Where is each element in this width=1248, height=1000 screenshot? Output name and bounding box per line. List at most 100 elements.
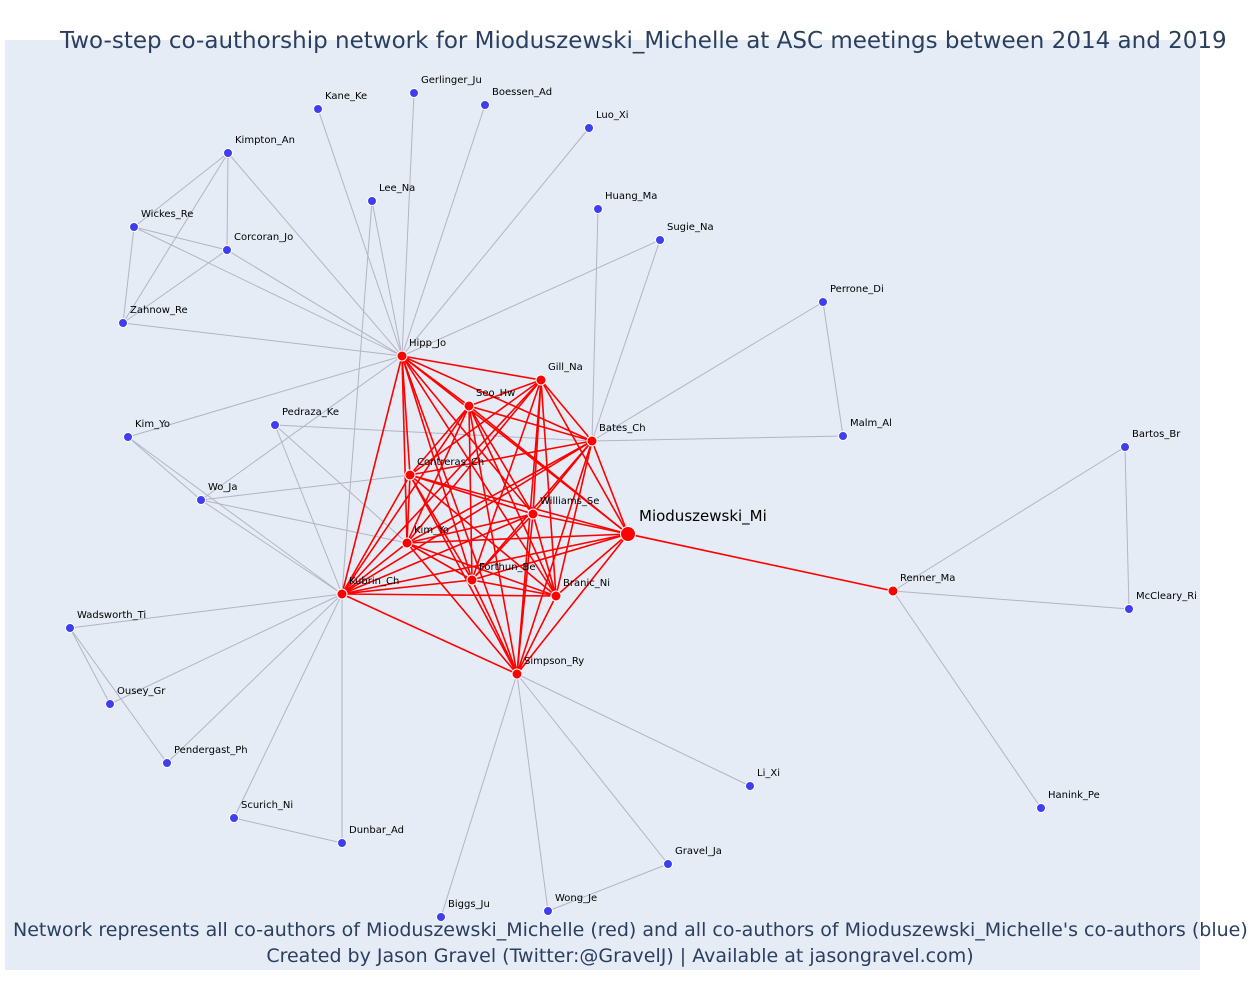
edge-kim-yo2-wo-ja <box>127 436 202 501</box>
node-mccleary-ri[interactable] <box>1124 604 1134 614</box>
red-edge-kim-yo-branic-ni <box>406 542 557 597</box>
red-edge-seo-hw-kubrin-ch <box>341 405 470 595</box>
node-dunbar-ad[interactable] <box>337 838 347 848</box>
node-label-wadsworth-ti: Wadsworth_Ti <box>77 610 146 621</box>
node-contreras-ch[interactable] <box>404 469 416 481</box>
node-seo-hw[interactable] <box>463 400 475 412</box>
red-edge-bates-ch-simpson-ry <box>516 440 593 675</box>
node-forthun-be[interactable] <box>466 574 478 586</box>
red-edge-gill-na-kubrin-ch <box>341 379 542 595</box>
node-mioduszewski-mi[interactable] <box>620 526 636 542</box>
edge-bartos-br-mccleary-ri <box>1124 446 1130 610</box>
red-edge-mioduszewski-mi-kim-yo <box>406 533 629 544</box>
node-perrone-di[interactable] <box>818 297 828 307</box>
red-edge-mioduszewski-mi-bates-ch <box>591 440 629 535</box>
red-edge-kim-yo-kubrin-ch <box>341 542 408 595</box>
edge-kubrin-ch-wadsworth-ti <box>69 593 343 629</box>
node-label-huang-ma: Huang_Ma <box>605 191 657 202</box>
node-branic-ni[interactable] <box>550 590 562 602</box>
node-scurich-ni[interactable] <box>229 813 239 823</box>
node-label-seo-hw: Seo_Hw <box>476 388 515 399</box>
edge-hipp-jo-luo-xi <box>401 127 590 357</box>
node-malm-al[interactable] <box>838 431 848 441</box>
edge-wo-ja-kubrin-ch <box>200 499 343 595</box>
red-edge-williams-se-branic-ni <box>532 513 557 597</box>
node-williams-se[interactable] <box>527 508 539 520</box>
node-corcoran-jo[interactable] <box>222 245 232 255</box>
node-biggs-ju[interactable] <box>436 912 446 922</box>
node-simpson-ry[interactable] <box>511 668 523 680</box>
red-edge-contreras-ch-kim-yo <box>406 474 411 544</box>
edge-kimpton-an-corcoran-jo <box>226 152 229 251</box>
node-kim-yo[interactable] <box>123 432 133 442</box>
red-edge-seo-hw-contreras-ch <box>409 405 470 476</box>
node-gill-na[interactable] <box>535 374 547 386</box>
red-edge-gill-na-kim-yo <box>406 379 542 544</box>
node-label-wickes-re: Wickes_Re <box>141 209 193 220</box>
red-edge-williams-se-simpson-ry <box>516 513 534 675</box>
node-pedraza-ke[interactable] <box>270 420 280 430</box>
node-label-wo-ja: Wo_Ja <box>208 482 238 493</box>
edge-layer <box>69 92 1130 918</box>
red-edge-kubrin-ch-simpson-ry <box>341 593 518 675</box>
label-layer: Mioduszewski_MiHipp_JoGill_NaSeo_HwBates… <box>77 75 1197 910</box>
edge-wo-ja-kim-yo <box>200 499 408 544</box>
node-sugie-na[interactable] <box>655 235 665 245</box>
edge-kimpton-an-zahnow-re <box>122 152 229 324</box>
network-graph[interactable]: Mioduszewski_MiHipp_JoGill_NaSeo_HwBates… <box>0 0 1200 1000</box>
red-edge-mioduszewski-mi-seo-hw <box>468 405 629 535</box>
node-label-contreras-ch: Contreras_Ch <box>417 457 484 468</box>
edge-pedraza-ke-kubrin-ch <box>274 424 343 595</box>
red-edge-gill-na-simpson-ry <box>516 379 542 675</box>
node-label-kim-yo: Kim_Yo <box>414 525 449 536</box>
node-huang-ma[interactable] <box>593 204 603 214</box>
edge-hipp-jo-zahnow-re <box>122 322 403 357</box>
node-label-corcoran-jo: Corcoran_Jo <box>234 232 293 243</box>
node-zahnow-re[interactable] <box>118 318 128 328</box>
red-edge-seo-hw-kim-yo <box>406 405 470 544</box>
node-bartos-br[interactable] <box>1120 442 1130 452</box>
node-renner-ma[interactable] <box>887 585 899 597</box>
node-label-branic-ni: Branic_Ni <box>563 578 610 589</box>
node-hanink-pe[interactable] <box>1036 803 1046 813</box>
node-label-biggs-ju: Biggs_Ju <box>448 899 490 910</box>
red-edge-williams-se-kim-yo <box>406 513 534 544</box>
node-label-simpson-ry: Simpson_Ry <box>524 656 584 667</box>
node-pendergast-ph[interactable] <box>162 758 172 768</box>
edge-bates-ch-pedraza-ke <box>274 424 593 442</box>
node-label-malm-al: Malm_Al <box>850 418 892 429</box>
edge-hipp-jo-kim-yo2 <box>127 355 403 438</box>
node-kubrin-ch[interactable] <box>336 588 348 600</box>
red-edge-seo-hw-bates-ch <box>468 405 593 442</box>
red-edge-hipp-jo-branic-ni <box>401 355 557 597</box>
node-wadsworth-ti[interactable] <box>65 623 75 633</box>
node-wickes-re[interactable] <box>129 222 139 232</box>
node-wong-je[interactable] <box>543 906 553 916</box>
node-lee-na[interactable] <box>367 196 377 206</box>
node-bates-ch[interactable] <box>586 435 598 447</box>
node-label-gill-na: Gill_Na <box>548 362 583 373</box>
red-edge-branic-ni-simpson-ry <box>516 595 557 675</box>
red-edge-contreras-ch-kubrin-ch <box>341 474 411 595</box>
node-kim-yo[interactable] <box>401 537 413 549</box>
red-edge-seo-hw-branic-ni <box>468 405 557 597</box>
node-gerlinger-ju[interactable] <box>409 88 419 98</box>
edge-hipp-jo-corcoran-jo <box>226 249 403 357</box>
edge-simpson-ry-biggs-ju <box>440 673 518 918</box>
node-luo-xi[interactable] <box>584 123 594 133</box>
red-edge-forthun-be-kubrin-ch <box>341 579 473 595</box>
red-edge-kim-yo-simpson-ry <box>406 542 518 675</box>
edge-bates-ch-sugie-na <box>591 239 661 442</box>
node-gravel-ja[interactable] <box>663 859 673 869</box>
edge-simpson-ry-wong-je <box>516 673 549 912</box>
node-wo-ja[interactable] <box>196 495 206 505</box>
node-ousey-gr[interactable] <box>105 699 115 709</box>
node-hipp-jo[interactable] <box>396 350 408 362</box>
node-boessen-ad[interactable] <box>480 100 490 110</box>
red-edge-hipp-jo-williams-se <box>401 355 534 515</box>
node-kimpton-an[interactable] <box>223 148 233 158</box>
red-edge-kim-yo-forthun-be <box>406 542 473 581</box>
node-label-ousey-gr: Ousey_Gr <box>117 686 166 697</box>
node-kane-ke[interactable] <box>313 104 323 114</box>
node-li-xi[interactable] <box>745 781 755 791</box>
